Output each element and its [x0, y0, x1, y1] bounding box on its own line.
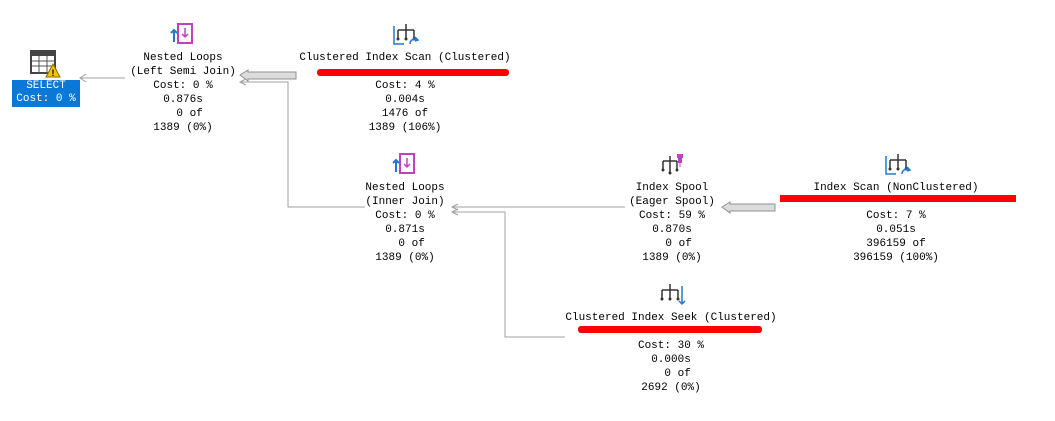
node-title: Index Spool — [635, 182, 709, 194]
node-actual-rows: 0 of — [652, 238, 692, 250]
index-scan-icon — [885, 154, 912, 175]
select-node[interactable]: SELECT Cost: 0 % — [12, 80, 80, 107]
node-subtitle: (Eager Spool) — [629, 196, 715, 208]
node-cost: Cost: 7 % — [866, 210, 926, 222]
plan-node-clustered-index-seek[interactable]: Clustered Index Seek (Clustered) Cost: 3… — [541, 311, 801, 395]
connector-nl1-select — [79, 73, 125, 83]
index-spool-icon — [661, 154, 683, 175]
node-subtitle: (Inner Join) — [365, 196, 445, 208]
node-actual-rows: 0 of — [163, 108, 203, 120]
node-subtitle: (Left Semi Join) — [130, 66, 236, 78]
node-title: Nested Loops — [143, 52, 223, 64]
node-actual-rows: 396159 of — [866, 238, 926, 250]
node-estimated-rows: 1389 (0%) — [642, 252, 702, 264]
node-estimated-rows: 2692 (0%) — [641, 382, 701, 394]
node-cost: Cost: 30 % — [637, 340, 704, 352]
connector-nl2-nl1 — [238, 78, 365, 208]
redaction-bar — [578, 326, 762, 333]
plan-node-clustered-index-scan[interactable]: Clustered Index Scan (Clustered) Cost: 4… — [275, 51, 535, 135]
svg-text:!: ! — [52, 68, 55, 78]
clustered-index-seek-icon — [660, 284, 686, 306]
clustered-index-scan-icon — [393, 24, 420, 45]
node-title: Nested Loops — [365, 182, 445, 194]
node-actual-rows: 1476 of — [381, 108, 429, 120]
node-title: Clustered Index Scan (Clustered) — [299, 52, 511, 64]
node-cost: Cost: 4 % — [375, 80, 435, 92]
connector-ixscan-spool — [721, 201, 776, 214]
plan-node-nested-loops-inner[interactable]: Nested Loops (Inner Join) Cost: 0 % 0.87… — [275, 181, 535, 265]
redaction-bar — [317, 69, 509, 76]
node-estimated-rows: 1389 (106%) — [368, 122, 442, 134]
node-estimated-rows: 396159 (100%) — [853, 252, 939, 264]
node-time: 0.000s — [651, 354, 691, 366]
node-estimated-rows: 1389 (0%) — [153, 122, 213, 134]
select-cost: Cost: 0 % — [16, 93, 76, 105]
plan-node-index-scan[interactable]: Index Scan (NonClustered) Cost: 7 % 0.05… — [766, 181, 1026, 265]
node-time: 0.870s — [652, 224, 692, 236]
node-actual-rows: 0 of — [651, 368, 691, 380]
node-title: Index Scan (NonClustered) — [813, 182, 979, 194]
plan-node-index-spool[interactable]: Index Spool (Eager Spool) Cost: 59 % 0.8… — [542, 181, 802, 265]
select-table-icon: ! — [30, 50, 61, 78]
node-cost: Cost: 0 % — [153, 80, 213, 92]
node-time: 0.876s — [163, 94, 203, 106]
node-time: 0.004s — [385, 94, 425, 106]
redaction-bar — [780, 195, 1016, 202]
node-estimated-rows: 1389 (0%) — [375, 252, 435, 264]
connector-cis-nl1 — [239, 69, 297, 82]
node-title: Clustered Index Seek (Clustered) — [565, 312, 777, 324]
select-label: SELECT — [26, 80, 66, 92]
node-cost: Cost: 59 % — [638, 210, 705, 222]
plan-node-nested-loops-semi[interactable]: Nested Loops (Left Semi Join) Cost: 0 % … — [53, 51, 313, 135]
connector-seek-nl2 — [450, 208, 565, 338]
nested-loops-icon — [392, 153, 415, 174]
connector-spool-nl2 — [450, 203, 625, 211]
node-time: 0.051s — [876, 224, 916, 236]
nested-loops-icon — [170, 23, 193, 44]
node-time: 0.871s — [385, 224, 425, 236]
warning-icon — [45, 62, 61, 78]
node-actual-rows: 0 of — [385, 238, 425, 250]
node-cost: Cost: 0 % — [375, 210, 435, 222]
